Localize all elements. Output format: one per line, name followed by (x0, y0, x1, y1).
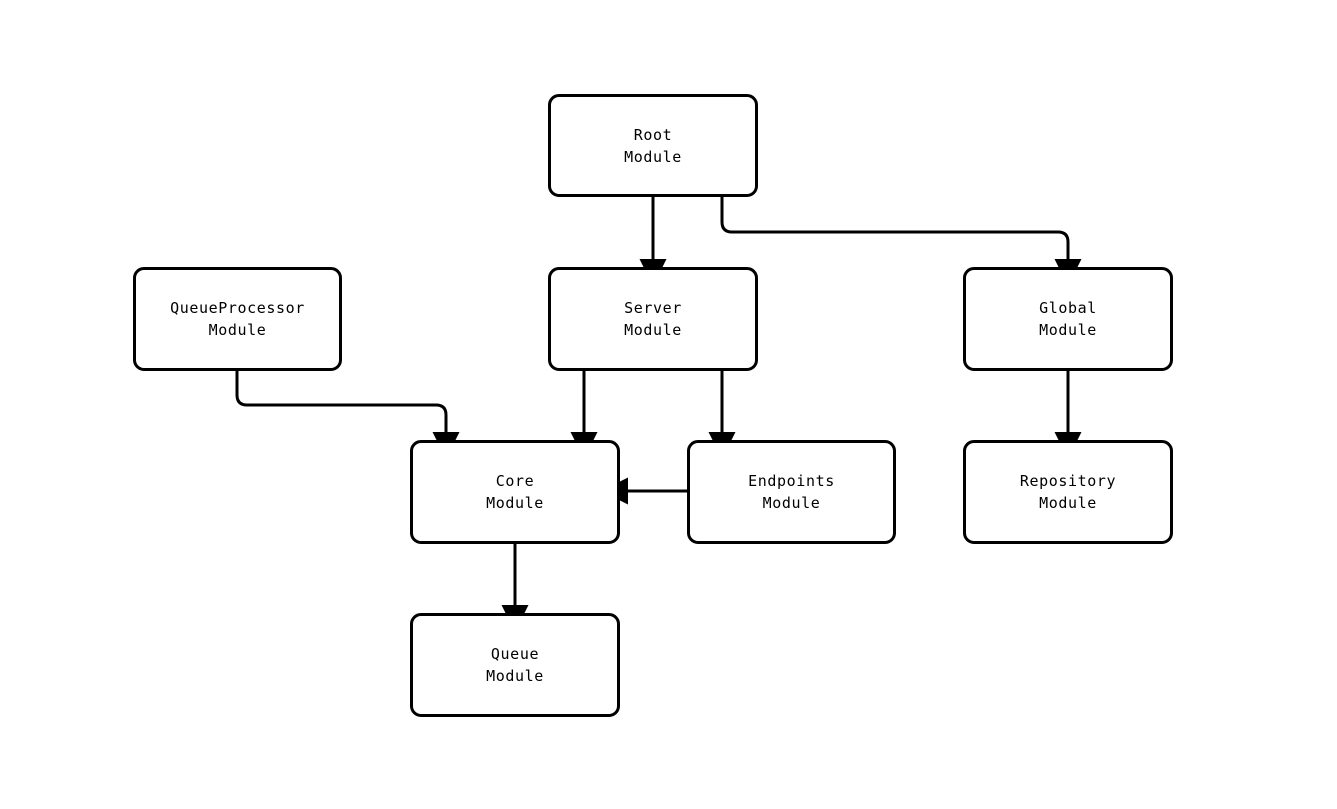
node-label-line-1: Root (633, 125, 673, 144)
edge-root-to-global (720, 197, 1082, 286)
node-label-line-1: Core (495, 472, 535, 490)
node-label-line-1: Global (1039, 299, 1097, 317)
node-label-line-1: Endpoints (748, 472, 835, 490)
edge-queueprocessor-to-core (235, 371, 460, 459)
node-label-line-2: Module (1039, 321, 1097, 339)
node-label-line-1: Server (624, 299, 682, 317)
node-label-line-2: Module (624, 321, 682, 339)
node-label-line-1: QueueProcessor (170, 299, 305, 317)
node-label-line-2: Module (762, 494, 821, 512)
node-label-line-1: Repository (1019, 472, 1117, 490)
node-label-line-2: Module (624, 147, 682, 166)
node-label-line-2: Module (208, 321, 267, 339)
node-label-line-2: Module (1039, 494, 1097, 512)
node-label-line-2: Module (486, 667, 544, 685)
node-label-line-2: Module (486, 494, 544, 512)
node-label-line-1: Queue (490, 645, 540, 663)
